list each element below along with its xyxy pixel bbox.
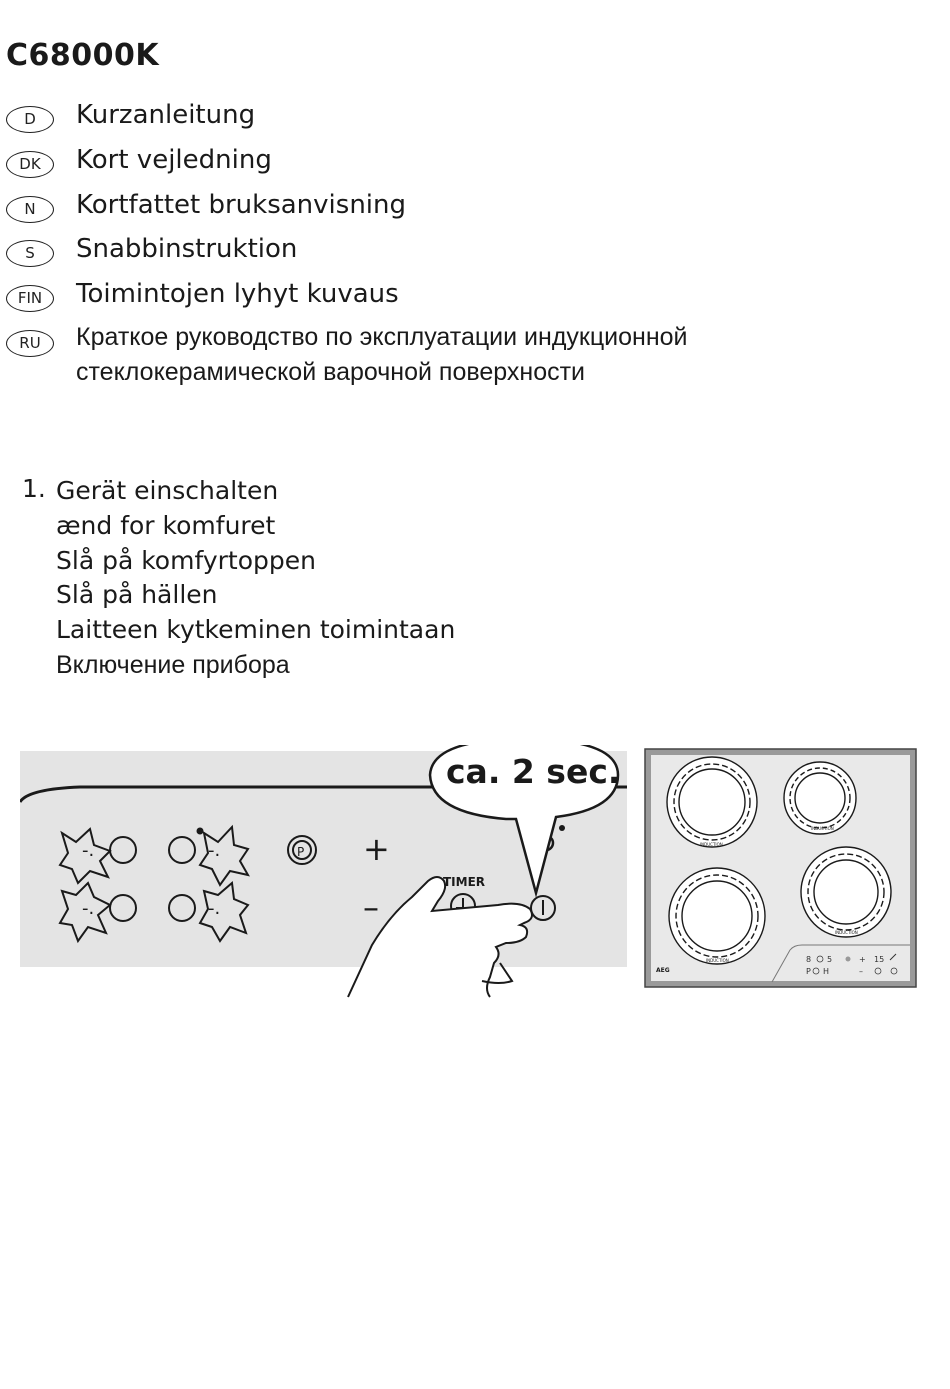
language-code-badge: D: [6, 106, 54, 133]
brand-logo: AEG: [656, 967, 670, 974]
language-code-badge: N: [6, 196, 54, 223]
step-line-fin: Laitteen kytkeminen toimintaan: [56, 615, 456, 645]
step-line-s: Slå på hällen: [56, 580, 218, 610]
lock-indicator-dot: [559, 825, 565, 831]
panel-edge-line: [20, 785, 627, 803]
language-code-badge: FIN: [6, 285, 54, 312]
svg-text:8: 8: [806, 955, 811, 964]
zone-label: INDUCTION: [700, 842, 723, 847]
cooking-zone-control-4: [168, 881, 250, 943]
zone-display-4: -.: [208, 898, 220, 919]
callout-bubble: [428, 745, 620, 898]
step-line-n: Slå på komfyrtoppen: [56, 545, 316, 575]
hob-control-display: 8 5 + 15 P H –: [806, 953, 898, 976]
model-number: C68000K: [6, 38, 160, 73]
hob-overview-illustration: INDUCTION INDUCTION INDUCTION INDUCTION …: [644, 748, 917, 988]
step-line-dk: ænd for komfuret: [56, 510, 276, 540]
zone-label: INDUCTION: [835, 930, 858, 935]
zone-indicator-dot: [196, 827, 204, 835]
svg-text:H: H: [823, 967, 829, 976]
language-title: Kortfattet bruksanvisning: [76, 190, 407, 220]
induction-zone-bottom-left: [668, 867, 766, 965]
minus-symbol: –: [363, 888, 379, 926]
zone-display-1: -.: [82, 840, 94, 861]
step-line-de: Gerät einschalten: [56, 476, 279, 505]
svg-text:P: P: [806, 967, 811, 976]
language-title: Краткое руководство по эксплуатации инду…: [76, 320, 688, 390]
language-title: Kort vejledning: [76, 145, 272, 175]
control-strip-outline: [771, 944, 910, 983]
svg-text:15: 15: [874, 955, 884, 964]
timer-label: TIMER: [443, 875, 485, 889]
language-title: Snabbinstruktion: [76, 234, 298, 264]
svg-text:+: +: [859, 955, 866, 964]
step-line-ru: Включение прибора: [56, 650, 290, 679]
cooking-zone-control-2: [168, 824, 250, 887]
language-code-badge: S: [6, 240, 54, 267]
cooking-zone-control-3: [58, 881, 137, 944]
svg-text:5: 5: [827, 955, 832, 964]
induction-zone-bottom-right: [800, 846, 892, 938]
svg-text:–: –: [859, 967, 863, 976]
language-code-badge: DK: [6, 151, 54, 178]
step-description: Gerät einschalten ænd for komfuret Slå p…: [56, 474, 455, 683]
hand-pressing-icon: [347, 876, 533, 998]
zone-display-2: -.: [208, 840, 220, 861]
power-booster-icon: [287, 835, 317, 865]
induction-zone-top-right: [783, 761, 857, 835]
zone-display-3: -.: [82, 898, 94, 919]
language-title: Kurzanleitung: [76, 100, 256, 130]
cooking-zone-control-1: [58, 827, 137, 885]
step-number: 1.: [22, 474, 46, 503]
power-booster-label: P: [297, 845, 304, 859]
callout-text: ca. 2 sec.: [446, 752, 620, 791]
language-title-line2: стеклокерамической варочной поверхности: [76, 358, 586, 386]
language-title: Toimintojen lyhyt kuvaus: [76, 279, 399, 309]
control-panel-illustration: -. -. -. -. P + – TIMER ca. 2: [20, 745, 627, 998]
language-title-line1: Краткое руководство по эксплуатации инду…: [76, 323, 688, 351]
zone-label: INDUCTION: [706, 958, 729, 963]
language-code-badge: RU: [6, 330, 54, 357]
plus-symbol: +: [363, 830, 390, 868]
zone-label: INDUCTION: [811, 826, 834, 831]
induction-zone-top-left: [666, 756, 758, 848]
